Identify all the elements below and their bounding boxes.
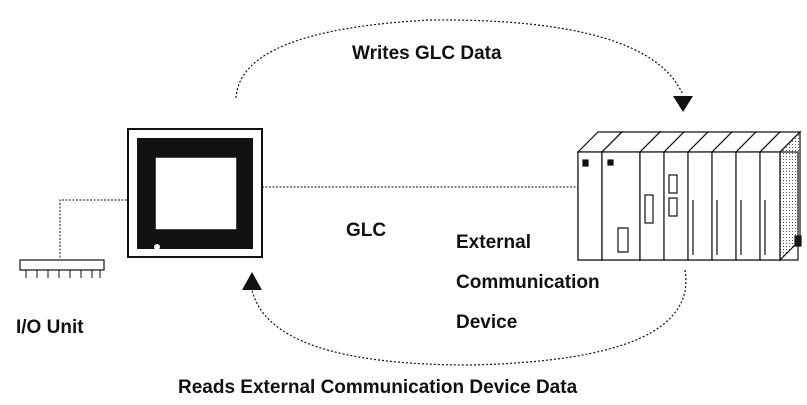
write-arrow-arc bbox=[235, 19, 684, 99]
device-label-line3: Device bbox=[456, 312, 518, 333]
write-arrowhead bbox=[673, 96, 693, 112]
glc-label: GLC bbox=[346, 220, 387, 241]
io-unit-cable bbox=[59, 199, 127, 258]
plc-rack-icon bbox=[576, 130, 802, 262]
glc-touch-panel-icon bbox=[127, 128, 263, 258]
io-unit-terminal-icon bbox=[19, 259, 105, 278]
read-arrow-label: Reads External Communication Device Data bbox=[178, 377, 578, 398]
write-arrow-label: Writes GLC Data bbox=[352, 43, 502, 64]
io-unit-label: I/O Unit bbox=[16, 317, 84, 338]
read-arrowhead bbox=[242, 272, 262, 290]
device-label-line2: Communication bbox=[456, 272, 600, 293]
device-label-line1: External bbox=[456, 232, 531, 253]
read-arrow-arc bbox=[251, 269, 687, 366]
